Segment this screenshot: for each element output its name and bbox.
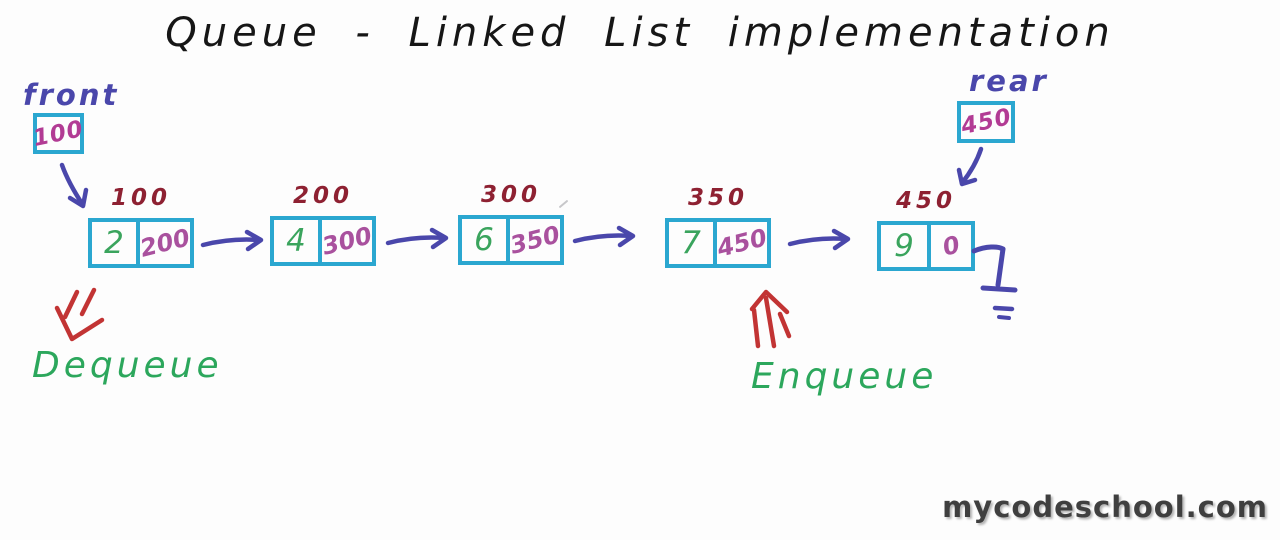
node-data-field: 2 <box>104 225 124 261</box>
node-box: 4 300 <box>270 216 376 266</box>
page-title: Queue - Linked List implementation <box>165 10 1115 56</box>
rear-label: rear <box>969 64 1049 98</box>
node-data-field: 4 <box>286 223 306 259</box>
null-ground-icon <box>971 244 1018 320</box>
dequeue-label: Dequeue <box>32 345 223 386</box>
rear-value-box: 450 <box>957 101 1015 143</box>
node-box: 2 200 <box>88 218 194 268</box>
queue-node-1: 100 2 200 <box>88 185 194 268</box>
node-address: 200 <box>292 183 353 209</box>
node-next-field: 350 <box>505 219 563 261</box>
node-next-field: 300 <box>317 220 375 262</box>
node-address: 350 <box>687 185 748 211</box>
enqueue-arrow-icon <box>749 289 792 349</box>
queue-node-4: 350 7 450 <box>665 185 771 268</box>
node-address: 450 <box>895 188 956 214</box>
node-box: 9 0 <box>877 221 975 271</box>
front-label: front <box>23 78 120 112</box>
rear-arrow-icon <box>956 146 984 187</box>
node-box: 7 450 <box>665 218 771 268</box>
front-value-box: 100 <box>30 113 87 154</box>
next-pointer-arrow-2-icon <box>385 227 449 250</box>
node-data-field: 6 <box>474 222 494 258</box>
node-next-field: 200 <box>135 222 193 264</box>
node-address: 100 <box>110 185 171 211</box>
dequeue-arrow-icon <box>54 287 105 342</box>
node-next-field: 450 <box>712 222 770 264</box>
front-arrow-icon <box>59 162 89 209</box>
node-data-field: 9 <box>894 228 914 264</box>
front-value: 100 <box>30 115 87 152</box>
queue-node-2: 200 4 300 <box>270 183 376 266</box>
enqueue-label: Enqueue <box>751 356 938 397</box>
next-pointer-arrow-4-icon <box>787 228 851 251</box>
next-pointer-arrow-1-icon <box>200 229 264 252</box>
queue-node-3: 300 6 350 <box>458 182 564 265</box>
node-address: 300 <box>480 182 541 208</box>
node-data-field: 7 <box>681 225 701 261</box>
node-next-field: 0 <box>927 225 971 267</box>
watermark: mycodeschool.com <box>942 490 1268 524</box>
next-pointer-arrow-3-icon <box>572 225 636 248</box>
rear-value: 450 <box>958 103 1014 141</box>
queue-node-5: 450 9 0 <box>877 188 975 271</box>
node-box: 6 350 <box>458 215 564 265</box>
